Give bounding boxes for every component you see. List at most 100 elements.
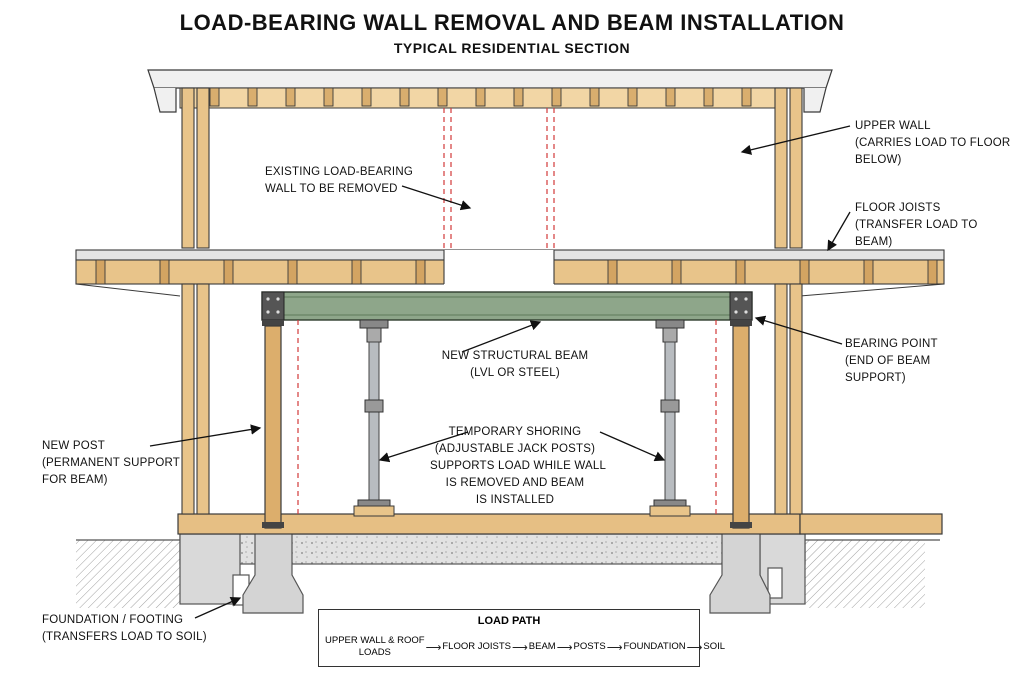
floor-joist-block bbox=[735, 259, 746, 285]
upper-wall-left bbox=[181, 87, 210, 249]
label-new-beam: NEW STRUCTURAL BEAM (LVL OR STEEL) bbox=[430, 348, 600, 382]
floor-joist-block bbox=[351, 259, 362, 285]
floor-joist-block bbox=[863, 259, 874, 285]
load-path-step: SOIL bbox=[703, 641, 725, 653]
ceiling-joist-block bbox=[665, 87, 676, 107]
label-line: NEW STRUCTURAL BEAM bbox=[441, 350, 589, 362]
wall-removal-outline bbox=[297, 108, 717, 514]
jack-post-right bbox=[649, 319, 691, 517]
new-structural-beam bbox=[261, 291, 753, 321]
step-line: FOUNDATION bbox=[623, 641, 686, 652]
label-line: (PERMANENT SUPPORT bbox=[42, 457, 181, 469]
label-line: TEMPORARY SHORING bbox=[448, 426, 582, 438]
ceiling-joist-block bbox=[323, 87, 334, 107]
footing-left bbox=[242, 527, 304, 614]
jack-post-left bbox=[353, 319, 395, 517]
label-line: FOUNDATION / FOOTING bbox=[42, 614, 184, 626]
exterior-deck-right bbox=[799, 513, 943, 535]
label-line: WALL TO BE REMOVED bbox=[265, 183, 398, 195]
floor-joist-block bbox=[671, 259, 682, 285]
step-line: LOADS bbox=[358, 647, 391, 658]
label-floor-joists: FLOOR JOISTS (TRANSFER LOAD TO BEAM) bbox=[855, 200, 977, 251]
label-line: IS REMOVED AND BEAM bbox=[445, 477, 585, 489]
label-line: FLOOR JOISTS bbox=[855, 202, 941, 214]
load-path-step: UPPER WALL & ROOF LOADS bbox=[325, 635, 425, 659]
load-path-title: LOAD PATH bbox=[477, 615, 541, 627]
label-foundation: FOUNDATION / FOOTING (TRANSFERS LOAD TO … bbox=[42, 612, 207, 646]
floor-joists bbox=[95, 259, 938, 285]
floor-joist-block bbox=[415, 259, 426, 285]
label-line: UPPER WALL bbox=[855, 120, 931, 132]
label-existing-wall: EXISTING LOAD-BEARING WALL TO BE REMOVED bbox=[265, 164, 413, 198]
ceiling-joist-block bbox=[399, 87, 410, 107]
diagram-subtitle: TYPICAL RESIDENTIAL SECTION bbox=[393, 40, 631, 56]
ceiling-joist-block bbox=[247, 87, 258, 107]
ceiling-joist-block bbox=[437, 87, 448, 107]
label-line: SUPPORT) bbox=[845, 372, 906, 384]
label-line: EXISTING LOAD-BEARING bbox=[265, 166, 413, 178]
label-line: (TRANSFERS LOAD TO SOIL) bbox=[42, 631, 207, 643]
arrow-right-icon: ⟶ bbox=[512, 641, 528, 654]
label-new-post: NEW POST (PERMANENT SUPPORT FOR BEAM) bbox=[42, 438, 180, 489]
ceiling-joist-block bbox=[627, 87, 638, 107]
load-path-step: FLOOR JOISTS bbox=[442, 641, 511, 653]
label-line: SUPPORTS LOAD WHILE WALL bbox=[430, 460, 607, 472]
label-line: BELOW) bbox=[855, 154, 902, 166]
label-line: (ADJUSTABLE JACK POSTS) bbox=[434, 443, 596, 455]
ceiling-joist-block bbox=[703, 87, 714, 107]
diagram-title: LOAD-BEARING WALL REMOVAL AND BEAM INSTA… bbox=[179, 10, 845, 35]
lower-wall-right bbox=[774, 283, 803, 515]
lower-wall-left bbox=[181, 283, 210, 515]
label-line: BEAM) bbox=[855, 236, 893, 248]
upper-wall-right bbox=[774, 87, 803, 249]
label-shoring: TEMPORARY SHORING (ADJUSTABLE JACK POSTS… bbox=[430, 424, 607, 509]
ceiling-joist-block bbox=[551, 87, 562, 107]
floor-joist-block bbox=[287, 259, 298, 285]
new-post-left bbox=[262, 320, 284, 529]
roof-structure bbox=[147, 69, 833, 113]
load-path-step: FOUNDATION bbox=[623, 641, 685, 653]
floor-joist-block bbox=[799, 259, 810, 285]
arrow-right-icon: ⟶ bbox=[606, 641, 623, 654]
arrow-right-icon: ⟶ bbox=[686, 641, 703, 654]
load-path-step: BEAM bbox=[529, 641, 556, 653]
load-path-box: LOAD PATH UPPER WALL & ROOF LOADS ⟶ FLOO… bbox=[318, 609, 725, 667]
floor-joist-block bbox=[223, 259, 234, 285]
label-line: (LVL OR STEEL) bbox=[470, 367, 560, 379]
ceiling-joist-block bbox=[589, 87, 600, 107]
floor-joist-block bbox=[927, 259, 938, 285]
label-line: (CARRIES LOAD TO FLOOR bbox=[855, 137, 1011, 149]
step-line: SOIL bbox=[703, 641, 726, 652]
arrow-right-icon: ⟶ bbox=[556, 641, 573, 654]
ceiling-joist-block bbox=[209, 87, 220, 107]
step-line: POSTS bbox=[573, 641, 606, 652]
ceiling-joist-block bbox=[513, 87, 524, 107]
floor-deck bbox=[75, 249, 945, 297]
label-line: FOR BEAM) bbox=[42, 474, 108, 486]
load-path-step: POSTS bbox=[574, 641, 606, 653]
load-path-steps: UPPER WALL & ROOF LOADS ⟶ FLOOR JOISTS ⟶… bbox=[325, 632, 725, 662]
leader-lines bbox=[149, 125, 851, 619]
new-post-right bbox=[730, 320, 752, 529]
label-line: (TRANSFER LOAD TO bbox=[855, 219, 978, 231]
step-line: UPPER WALL & ROOF bbox=[325, 635, 425, 646]
footing-right bbox=[709, 527, 771, 614]
ceiling-joist-block bbox=[475, 87, 486, 107]
step-line: FLOOR JOISTS bbox=[442, 641, 511, 652]
soil bbox=[76, 539, 940, 608]
floor-joist-block bbox=[159, 259, 170, 285]
ceiling-joist-block bbox=[741, 87, 752, 107]
arrow-right-icon: ⟶ bbox=[425, 641, 442, 654]
label-line: (END OF BEAM bbox=[845, 355, 931, 367]
ceiling-joist-block bbox=[285, 87, 296, 107]
ceiling-joists bbox=[209, 87, 752, 107]
label-line: BEARING POINT bbox=[845, 338, 938, 350]
label-bearing-point: BEARING POINT (END OF BEAM SUPPORT) bbox=[845, 336, 938, 387]
step-line: BEAM bbox=[528, 641, 556, 652]
label-line: IS INSTALLED bbox=[475, 494, 555, 506]
label-upper-wall: UPPER WALL (CARRIES LOAD TO FLOOR BELOW) bbox=[855, 118, 1010, 169]
ceiling-joist-block bbox=[361, 87, 372, 107]
label-line: NEW POST bbox=[42, 440, 105, 452]
